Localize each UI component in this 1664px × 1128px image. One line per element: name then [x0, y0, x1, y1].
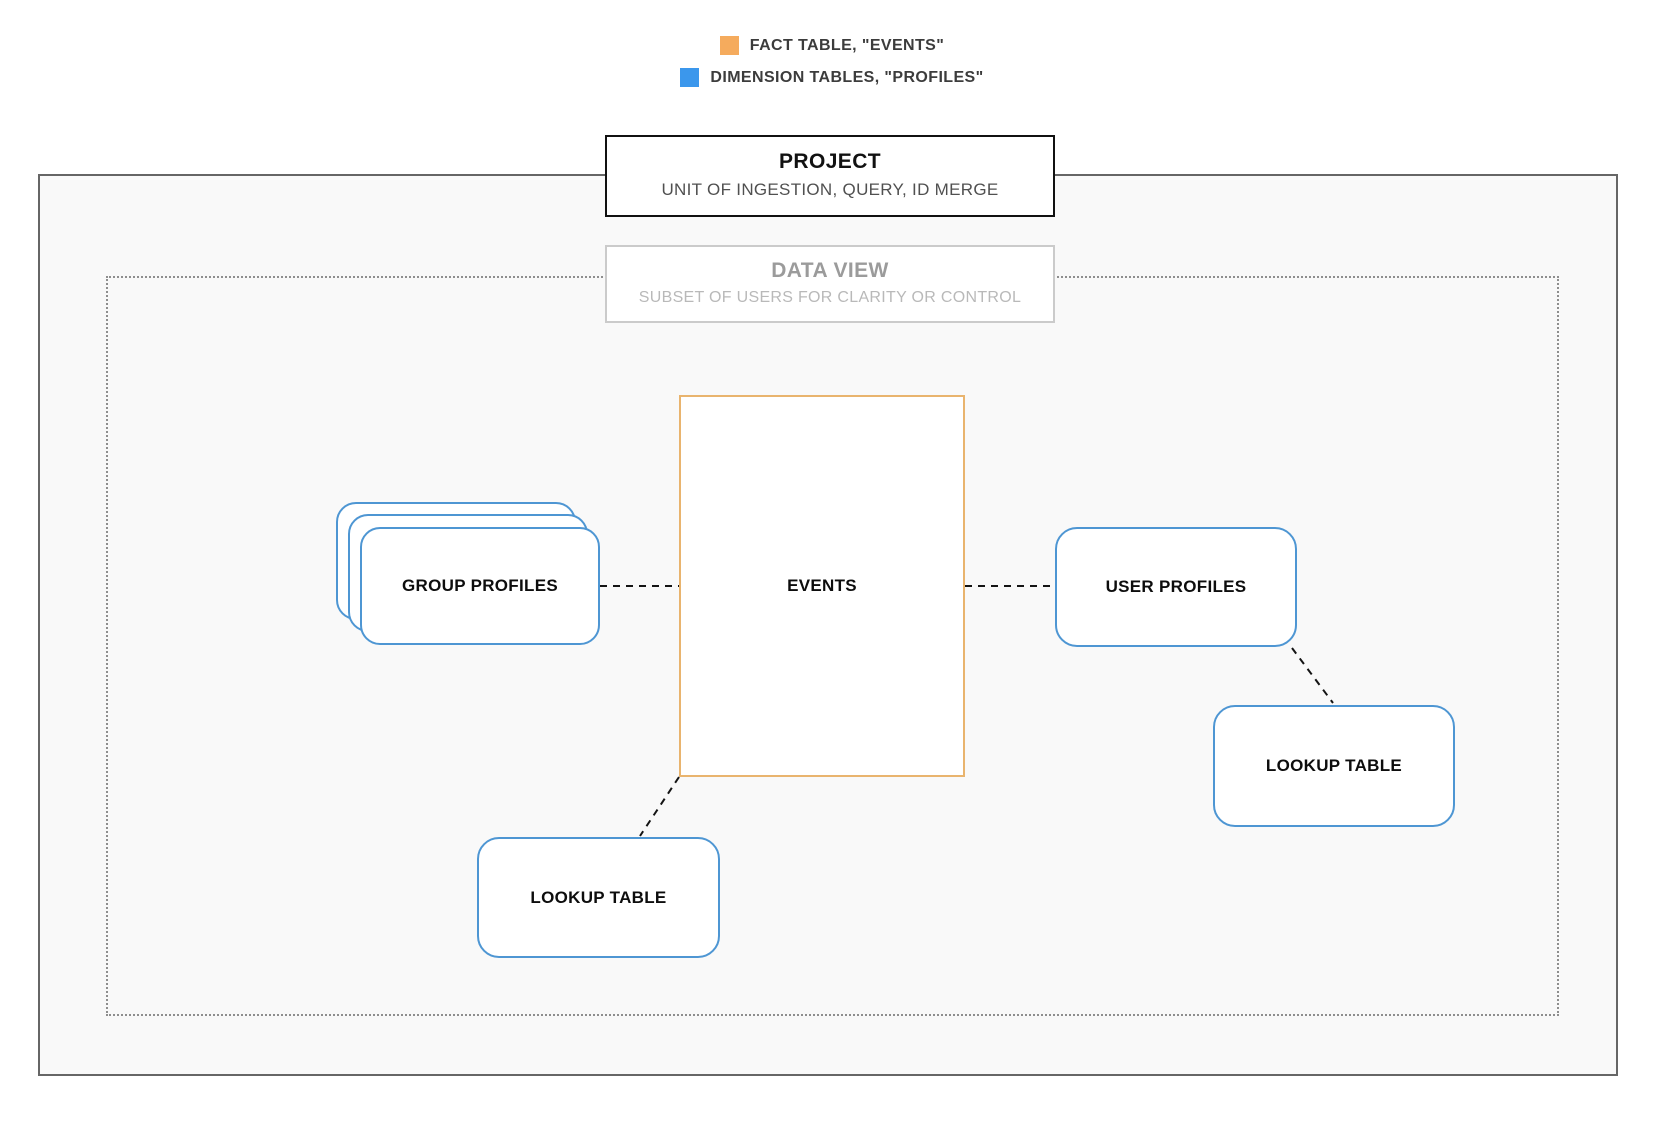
group-profiles-card-front: GROUP PROFILES [360, 527, 600, 645]
data-view-header-box: DATA VIEW SUBSET OF USERS FOR CLARITY OR… [605, 245, 1055, 323]
project-title: PROJECT [779, 150, 881, 173]
connector-user-profiles-to-lookup-table [1291, 647, 1334, 704]
node-lookup-table-left-label: LOOKUP TABLE [530, 887, 667, 907]
node-events-label: EVENTS [787, 576, 857, 595]
node-group-profiles: GROUP PROFILES [336, 502, 602, 647]
fact-table-color-swatch [719, 36, 739, 55]
node-events: EVENTS [679, 395, 965, 777]
project-subtitle: UNIT OF INGESTION, QUERY, ID MERGE [661, 180, 999, 199]
node-lookup-table-right: LOOKUP TABLE [1213, 705, 1455, 827]
node-lookup-table-right-label: LOOKUP TABLE [1265, 756, 1403, 775]
node-group-profiles-label: GROUP PROFILES [402, 576, 558, 595]
legend-item-fact-table: FACT TABLE, "EVENTS" [719, 36, 945, 55]
project-header-box: PROJECT UNIT OF INGESTION, QUERY, ID MER… [605, 135, 1055, 217]
node-lookup-table-left: LOOKUP TABLE [477, 837, 720, 958]
node-user-profiles-label: USER PROFILES [1105, 577, 1247, 596]
legend-item-dimension-tables: DIMENSION TABLES, "PROFILES" [680, 68, 983, 87]
data-view-subtitle: SUBSET OF USERS FOR CLARITY OR CONTROL [638, 289, 1022, 306]
connector-events-to-lookup-table [639, 776, 680, 837]
legend-label-fact-table: FACT TABLE, "EVENTS" [749, 36, 945, 54]
data-view-title: DATA VIEW [771, 259, 889, 282]
legend-label-dimension-tables: DIMENSION TABLES, "PROFILES" [710, 68, 984, 86]
node-user-profiles: USER PROFILES [1055, 527, 1297, 647]
legend: FACT TABLE, "EVENTS" DIMENSION TABLES, "… [0, 36, 1664, 87]
dimension-tables-color-swatch [680, 68, 700, 87]
